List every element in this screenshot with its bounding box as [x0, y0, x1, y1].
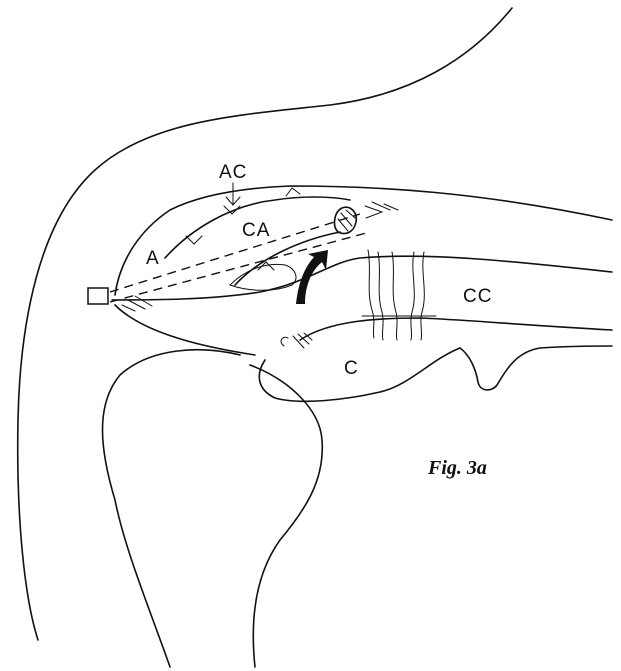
ligament-stump — [335, 207, 357, 233]
acromion-underside — [115, 305, 255, 355]
ac-pointer — [226, 183, 240, 205]
label-ac: AC — [219, 162, 247, 183]
label-a: A — [146, 248, 160, 269]
label-cc: CC — [463, 286, 492, 307]
label-c: C — [344, 358, 359, 379]
coracoid-base — [259, 348, 460, 401]
coracoid-process — [300, 318, 612, 340]
ligament-attachment-zone — [230, 264, 296, 290]
label-ca: CA — [242, 220, 270, 241]
humeral-head-outline — [103, 350, 241, 667]
acromion-outline — [115, 186, 612, 295]
coracoclavicular-ligament-strands — [368, 250, 424, 340]
humerus-shaft-outline — [250, 365, 322, 667]
tunnel-entry-marker — [88, 288, 108, 304]
acromion-lower-edge — [112, 256, 612, 300]
coracoid-hook — [460, 346, 612, 390]
tunnel-exit-arrow — [365, 202, 398, 218]
figure-caption: Fig. 3a — [427, 457, 487, 479]
transfer-arrow-icon — [296, 250, 328, 304]
shoulder-skin-outline — [18, 8, 512, 640]
